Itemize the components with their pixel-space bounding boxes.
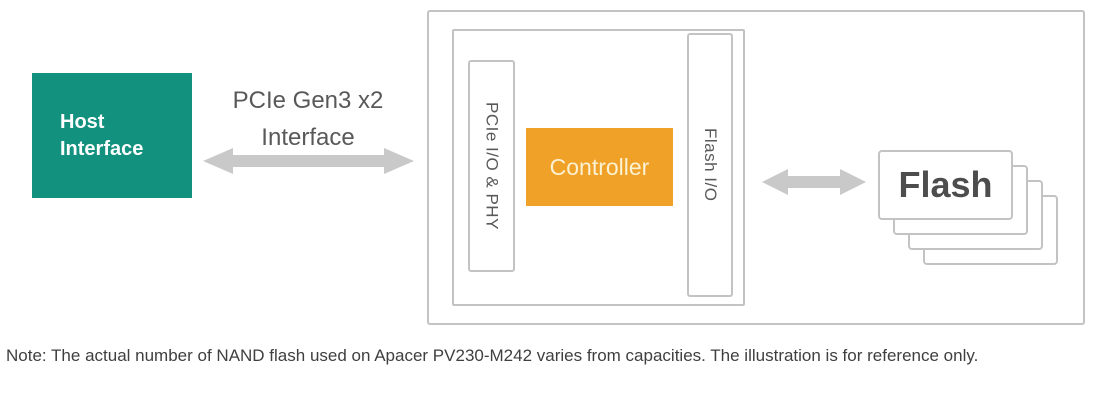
flash-card-front: Flash — [878, 150, 1013, 220]
host-interface-label-line2: Interface — [60, 137, 144, 160]
host-interface-box: Host Interface — [32, 73, 192, 198]
pcie-io-phy-label: PCIe I/O & PHY — [482, 102, 502, 230]
controller-label: Controller — [549, 153, 650, 180]
host-interface-label-line1: Host — [60, 110, 105, 133]
pcie-link-label-line1: PCIe Gen3 x2 — [232, 87, 384, 114]
flash-io-label: Flash I/O — [701, 128, 720, 202]
pcie-link-label-line2: Interface — [261, 124, 355, 152]
flash-io-box: Flash I/O — [687, 33, 733, 297]
controller-box: Controller — [526, 128, 673, 206]
pcie-io-phy-box: PCIe I/O & PHY — [468, 60, 515, 272]
flash-double-arrow-icon — [762, 169, 866, 195]
note-text: Note: The actual number of NAND flash us… — [6, 346, 979, 365]
pcie-double-arrow-icon — [203, 148, 414, 174]
flash-label: Flash — [898, 164, 993, 205]
pcie-link-label: PCIe Gen3 x2 Interface — [198, 82, 418, 156]
